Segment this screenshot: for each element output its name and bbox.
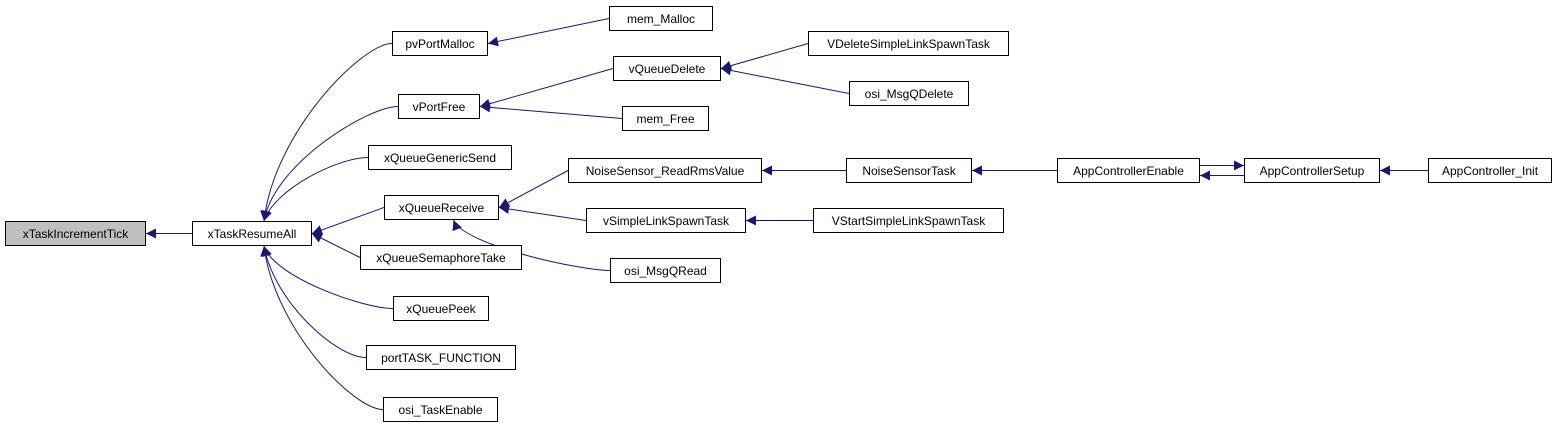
node-xTaskResumeAll[interactable]: xTaskResumeAll [192, 221, 312, 246]
node-mem_Malloc[interactable]: mem_Malloc [609, 6, 713, 31]
node-xQueueReceive[interactable]: xQueueReceive [384, 195, 499, 220]
node-osi_MsgQRead[interactable]: osi_MsgQRead [610, 258, 721, 283]
node-VStartSimpleLinkSpawnTask[interactable]: VStartSimpleLinkSpawnTask [813, 208, 1004, 233]
node-xQueueSemaphoreTake[interactable]: xQueueSemaphoreTake [360, 245, 522, 270]
node-AppController_Init[interactable]: AppController_Init [1428, 158, 1552, 183]
edge-xQueueSemaphoreTake-to-xTaskResumeAll [311, 233, 361, 258]
edge-xQueueGenericSend-to-xTaskResumeAll [262, 157, 369, 222]
edge-osi_TaskEnable-to-xTaskResumeAll [260, 245, 384, 410]
edge-pvPortMalloc-to-xTaskResumeAll [260, 43, 393, 222]
node-mem_Free[interactable]: mem_Free [622, 106, 709, 131]
node-vSimpleLinkSpawnTask[interactable]: vSimpleLinkSpawnTask [586, 208, 746, 233]
edge-vSimpleLinkSpawnTask-to-xQueueReceive [498, 204, 587, 221]
node-AppControllerSetup[interactable]: AppControllerSetup [1244, 158, 1380, 183]
node-xTaskIncrementTick[interactable]: xTaskIncrementTick [5, 221, 146, 246]
node-NoiseSensorTask[interactable]: NoiseSensorTask [846, 158, 972, 183]
node-xQueueGenericSend[interactable]: xQueueGenericSend [368, 145, 512, 170]
edge-mem_Malloc-to-pvPortMalloc [487, 18, 610, 47]
edge-osi_MsgQRead-to-xQueueReceive [452, 219, 611, 271]
edge-NoiseSensor_ReadRmsValue-to-xQueueReceive [498, 170, 569, 208]
edge-xQueuePeek-to-xTaskResumeAll [262, 245, 394, 309]
edge-xQueueReceive-to-xTaskResumeAll [311, 207, 385, 235]
edge-osi_MsgQDelete-to-vQueueDelete [720, 65, 850, 94]
edge-VDeleteSimpleLinkSpawnTask-to-vQueueDelete [720, 43, 809, 71]
node-osi_TaskEnable[interactable]: osi_TaskEnable [383, 397, 498, 422]
node-AppControllerEnable[interactable]: AppControllerEnable [1057, 158, 1200, 183]
node-xQueuePeek[interactable]: xQueuePeek [393, 296, 489, 321]
node-NoiseSensor_ReadRmsValue[interactable]: NoiseSensor_ReadRmsValue [568, 158, 762, 183]
edge-mem_Free-to-vPortFree [479, 102, 623, 119]
node-VDeleteSimpleLinkSpawnTask[interactable]: VDeleteSimpleLinkSpawnTask [808, 31, 1009, 56]
node-portTASK_FUNCTION[interactable]: portTASK_FUNCTION [366, 345, 516, 370]
node-vPortFree[interactable]: vPortFree [398, 94, 480, 119]
node-vQueueDelete[interactable]: vQueueDelete [613, 56, 721, 81]
edge-portTASK_FUNCTION-to-xTaskResumeAll [260, 245, 367, 358]
node-osi_MsgQDelete[interactable]: osi_MsgQDelete [849, 81, 969, 106]
edge-vQueueDelete-to-vPortFree [479, 68, 614, 109]
edge-vPortFree-to-xTaskResumeAll [260, 106, 399, 222]
node-pvPortMalloc[interactable]: pvPortMalloc [392, 31, 488, 56]
